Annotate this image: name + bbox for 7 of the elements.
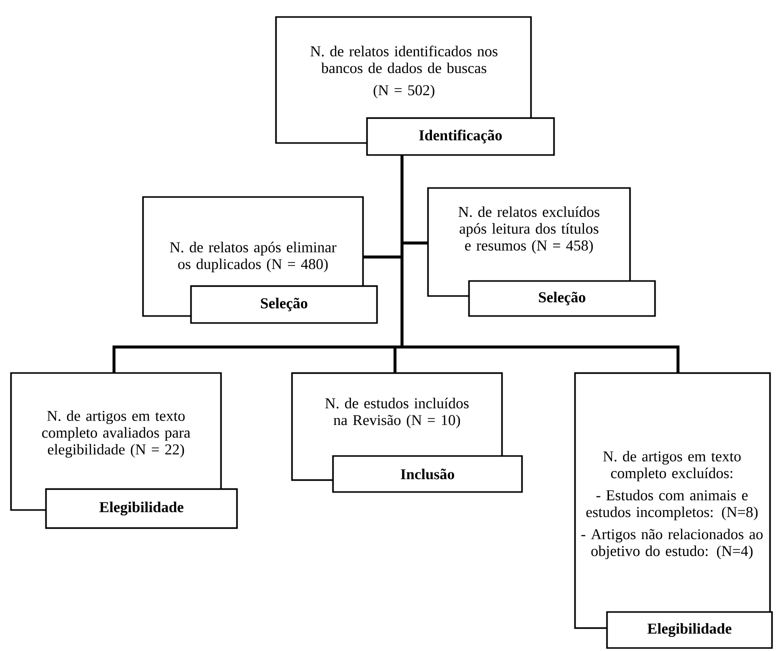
connector-line [400, 156, 680, 373]
stage-label-box: Elegibilidade [45, 488, 238, 529]
stage-label-box: Identificação [366, 117, 555, 156]
stage-label-box: Elegibilidade [606, 611, 773, 649]
stage-label-box: Inclusão [332, 455, 523, 493]
stage-label-box: Seleção [190, 285, 378, 324]
stage-label-box: Seleção [468, 280, 656, 317]
